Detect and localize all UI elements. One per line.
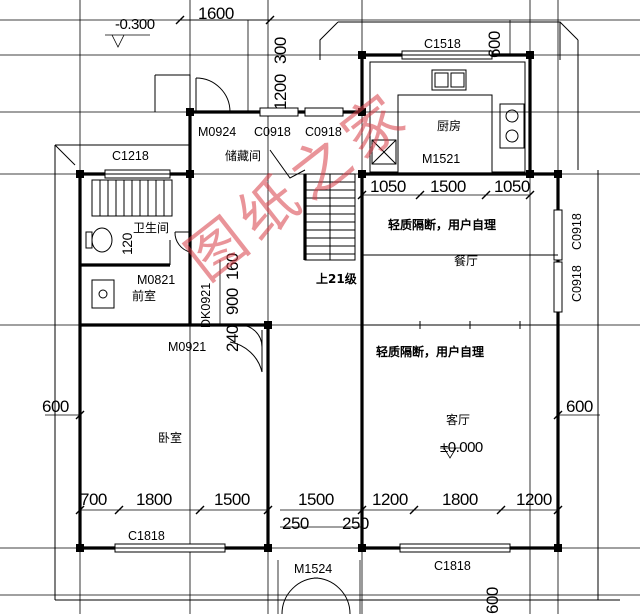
- window-label-c0918-a: C0918: [254, 125, 291, 139]
- window-label-c1518: C1518: [424, 37, 461, 51]
- room-label-living: 客厅: [446, 413, 471, 427]
- dim-v600-bottom: 600: [483, 587, 502, 614]
- dim-b1500-left: 1500: [214, 490, 250, 509]
- window-label-c1218: C1218: [112, 149, 149, 163]
- dim-b1800-right: 1800: [442, 490, 478, 509]
- partitions: [362, 254, 558, 329]
- dim-k1050-right: 1050: [494, 177, 530, 196]
- dim-top-1600: 1600: [198, 4, 234, 23]
- partition-note-bottom: 轻质隔断，用户自理: [376, 345, 485, 359]
- dim-v900: 900: [223, 288, 242, 315]
- partition-note-top: 轻质隔断，用户自理: [388, 218, 497, 232]
- door-label-m0924: M0924: [198, 125, 237, 139]
- kitchen-fixtures: [369, 61, 526, 173]
- columns: [76, 51, 562, 552]
- dim-b700: 700: [80, 490, 107, 509]
- door-label-m0921: M0921: [168, 340, 207, 354]
- level-main: ±0.000: [440, 439, 483, 456]
- dim-v120: 120: [119, 233, 135, 255]
- room-label-storage: 储藏间: [225, 149, 262, 163]
- room-label-bedroom: 卧室: [158, 431, 183, 445]
- dim-v600-top: 600: [485, 31, 504, 58]
- dim-side-600-left: 600: [42, 397, 69, 416]
- dim-v300: 300: [271, 37, 290, 64]
- doors: [169, 77, 351, 614]
- dim-k1050-left: 1050: [370, 177, 406, 196]
- dimension-lines: [45, 19, 600, 614]
- dim-k1500: 1500: [430, 177, 466, 196]
- dim-v1200: 1200: [271, 74, 290, 110]
- door-label-m1524: M1524: [294, 562, 333, 576]
- room-label-dining: 餐厅: [454, 254, 479, 268]
- dimension-ticks: [75, 15, 563, 515]
- windows: [104, 50, 563, 553]
- window-label-c1818-right: C1818: [434, 559, 471, 573]
- dim-b1800-left: 1800: [136, 490, 172, 509]
- stairs: [269, 149, 356, 261]
- dim-b1500-mid: 1500: [298, 490, 334, 509]
- room-label-kitchen: 厨房: [437, 119, 462, 133]
- dim-b250-a: 250: [282, 514, 309, 533]
- window-label-c1818-left: C1818: [128, 529, 165, 543]
- level-top: -0.300: [115, 16, 155, 33]
- bathroom-fixtures: [85, 179, 173, 309]
- window-label-c0918-right-a: C0918: [570, 213, 584, 250]
- window-label-c0918-right-b: C0918: [570, 265, 584, 302]
- window-label-c0918-b: C0918: [305, 125, 342, 139]
- door-label-m1521: M1521: [422, 152, 461, 166]
- door-label-m0821: M0821: [137, 273, 176, 287]
- room-label-bathroom: 卫生间: [133, 221, 170, 235]
- eave-outlines: [54, 21, 620, 601]
- dim-v240: 240: [223, 325, 242, 352]
- dim-b250-b: 250: [342, 514, 369, 533]
- dim-b1200-a: 1200: [372, 490, 408, 509]
- stairs-note: 上21级: [316, 272, 357, 286]
- room-label-front-room: 前室: [132, 289, 157, 303]
- dim-side-600-right: 600: [566, 397, 593, 416]
- dim-b1200-b: 1200: [516, 490, 552, 509]
